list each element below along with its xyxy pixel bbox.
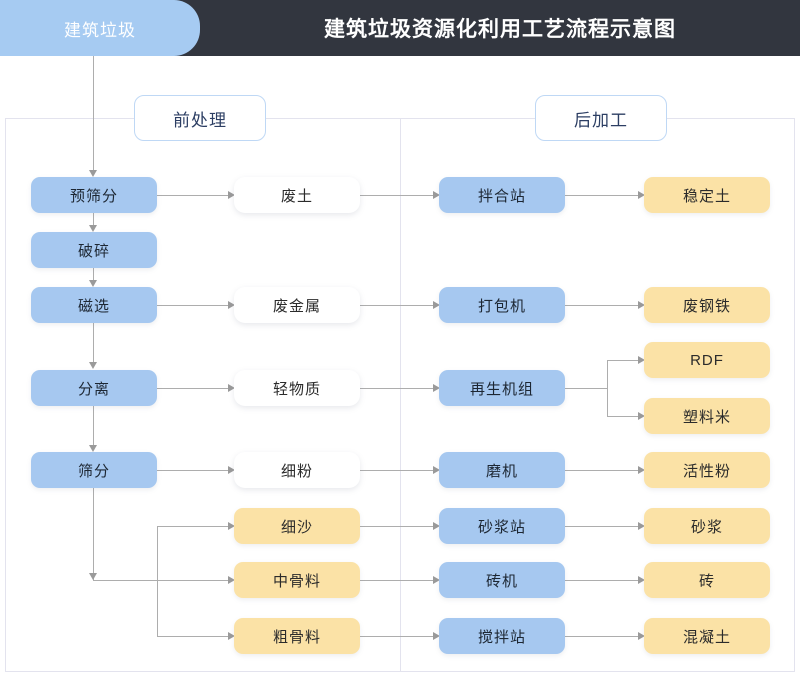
connector-separate-to-screen xyxy=(93,406,94,446)
node-screen[interactable]: 筛分 xyxy=(31,452,157,488)
arrowhead-prescreen-to-waste-soil xyxy=(228,191,235,199)
arrowhead-grinder-to-active-powder xyxy=(638,466,645,474)
node-magnetic[interactable]: 磁选 xyxy=(31,287,157,323)
connector-riser-to-coarse-agg xyxy=(157,636,233,637)
node-plastic-pellet[interactable]: 塑料米 xyxy=(644,398,770,434)
arrowhead-regen-unit-to-plastic-pellet xyxy=(638,412,645,420)
arrowhead-batch-plant-to-concrete xyxy=(638,632,645,640)
connector-mid-agg-to-brick-machine xyxy=(360,580,438,581)
node-mid-agg[interactable]: 中骨料 xyxy=(234,562,360,598)
connector-batch-plant-to-concrete xyxy=(565,636,643,637)
node-baler[interactable]: 打包机 xyxy=(439,287,565,323)
section-label-post-processing: 后加工 xyxy=(535,95,667,141)
node-waste-metal[interactable]: 废金属 xyxy=(234,287,360,323)
node-crush[interactable]: 破碎 xyxy=(31,232,157,268)
arrowhead-mid-agg-to-brick-machine xyxy=(433,576,440,584)
page-title: 建筑垃圾资源化利用工艺流程示意图 xyxy=(324,18,676,41)
connector-prescreen-to-waste-soil xyxy=(157,195,233,196)
arrowhead-waste-soil-to-mixing-plant xyxy=(433,191,440,199)
arrowhead-screen-to-fine-powder xyxy=(228,466,235,474)
node-batch-plant[interactable]: 搅拌站 xyxy=(439,618,565,654)
node-pre-screen[interactable]: 预筛分 xyxy=(31,177,157,213)
connector-mixing-plant-to-stabilized-soil xyxy=(565,195,643,196)
arrowhead-prescreen-to-crush xyxy=(89,225,97,232)
arrowhead-mixing-plant-to-stabilized-soil xyxy=(638,191,645,199)
node-concrete[interactable]: 混凝土 xyxy=(644,618,770,654)
node-light-matter[interactable]: 轻物质 xyxy=(234,370,360,406)
header-tab-construction-waste[interactable]: 建筑垃圾 xyxy=(0,0,200,56)
arrowhead-baler-to-scrap-steel xyxy=(638,301,645,309)
connector-magnetic-to-waste-metal xyxy=(157,305,233,306)
connector-bus-to-mid-agg xyxy=(93,580,233,581)
arrowhead-tab-to-prescreen xyxy=(89,170,97,177)
connector-baler-to-scrap-steel xyxy=(565,305,643,306)
connector-waste-metal-to-baler xyxy=(360,305,438,306)
arrowhead-bus-to-mid-agg xyxy=(228,576,235,584)
connector-prescreen-to-crush xyxy=(93,213,94,226)
connector-light-matter-to-regen-unit xyxy=(360,388,438,389)
connector-coarse-agg-to-batch-plant xyxy=(360,636,438,637)
connector-riser-to-fine-sand xyxy=(157,526,233,527)
node-scrap-steel[interactable]: 废钢铁 xyxy=(644,287,770,323)
arrowhead-fine-powder-to-grinder xyxy=(433,466,440,474)
node-coarse-agg[interactable]: 粗骨料 xyxy=(234,618,360,654)
node-separate[interactable]: 分离 xyxy=(31,370,157,406)
arrowhead-coarse-agg-to-batch-plant xyxy=(433,632,440,640)
connector-separate-to-light-matter xyxy=(157,388,233,389)
connector-mortar-plant-to-mortar xyxy=(565,526,643,527)
connector-crush-to-magnetic xyxy=(93,268,94,281)
node-fine-powder[interactable]: 细粉 xyxy=(234,452,360,488)
node-fine-sand[interactable]: 细沙 xyxy=(234,508,360,544)
connector-brick-machine-to-brick xyxy=(565,580,643,581)
node-brick-machine[interactable]: 砖机 xyxy=(439,562,565,598)
arrowhead-waste-metal-to-baler xyxy=(433,301,440,309)
node-active-powder[interactable]: 活性粉 xyxy=(644,452,770,488)
arrowhead-magnetic-to-separate xyxy=(89,362,97,369)
node-mortar[interactable]: 砂浆 xyxy=(644,508,770,544)
connector-aggregate-riser xyxy=(157,526,158,636)
connector-regen-unit-branch-riser xyxy=(607,360,608,416)
connector-regen-unit-stem xyxy=(565,388,608,389)
connector-regen-unit-to-plastic-pellet xyxy=(607,416,643,417)
connector-regen-unit-to-rdf xyxy=(607,360,643,361)
arrowhead-screen-to-aggregate-bus xyxy=(89,573,97,580)
connector-magnetic-to-separate xyxy=(93,323,94,363)
connector-screen-to-aggregate-bus xyxy=(93,488,94,580)
node-brick[interactable]: 砖 xyxy=(644,562,770,598)
arrowhead-mortar-plant-to-mortar xyxy=(638,522,645,530)
node-mortar-plant[interactable]: 砂浆站 xyxy=(439,508,565,544)
section-label-pre-treatment: 前处理 xyxy=(134,95,266,141)
arrowhead-crush-to-magnetic xyxy=(89,280,97,287)
node-mixing-plant[interactable]: 拌合站 xyxy=(439,177,565,213)
arrowhead-separate-to-light-matter xyxy=(228,384,235,392)
arrowhead-brick-machine-to-brick xyxy=(638,576,645,584)
node-regen-unit[interactable]: 再生机组 xyxy=(439,370,565,406)
connector-grinder-to-active-powder xyxy=(565,470,643,471)
stage-divider xyxy=(400,118,401,672)
node-rdf[interactable]: RDF xyxy=(644,342,770,378)
connector-fine-powder-to-grinder xyxy=(360,470,438,471)
arrowhead-fine-sand-to-mortar-plant xyxy=(433,522,440,530)
arrowhead-regen-unit-to-rdf xyxy=(638,356,645,364)
node-stabilized-soil[interactable]: 稳定土 xyxy=(644,177,770,213)
arrowhead-riser-to-coarse-agg xyxy=(228,632,235,640)
node-waste-soil[interactable]: 废土 xyxy=(234,177,360,213)
arrowhead-light-matter-to-regen-unit xyxy=(433,384,440,392)
arrowhead-riser-to-fine-sand xyxy=(228,522,235,530)
connector-tab-to-prescreen xyxy=(93,56,94,171)
node-grinder[interactable]: 磨机 xyxy=(439,452,565,488)
connector-waste-soil-to-mixing-plant xyxy=(360,195,438,196)
connector-screen-to-fine-powder xyxy=(157,470,233,471)
connector-fine-sand-to-mortar-plant xyxy=(360,526,438,527)
arrowhead-separate-to-screen xyxy=(89,445,97,452)
arrowhead-magnetic-to-waste-metal xyxy=(228,301,235,309)
